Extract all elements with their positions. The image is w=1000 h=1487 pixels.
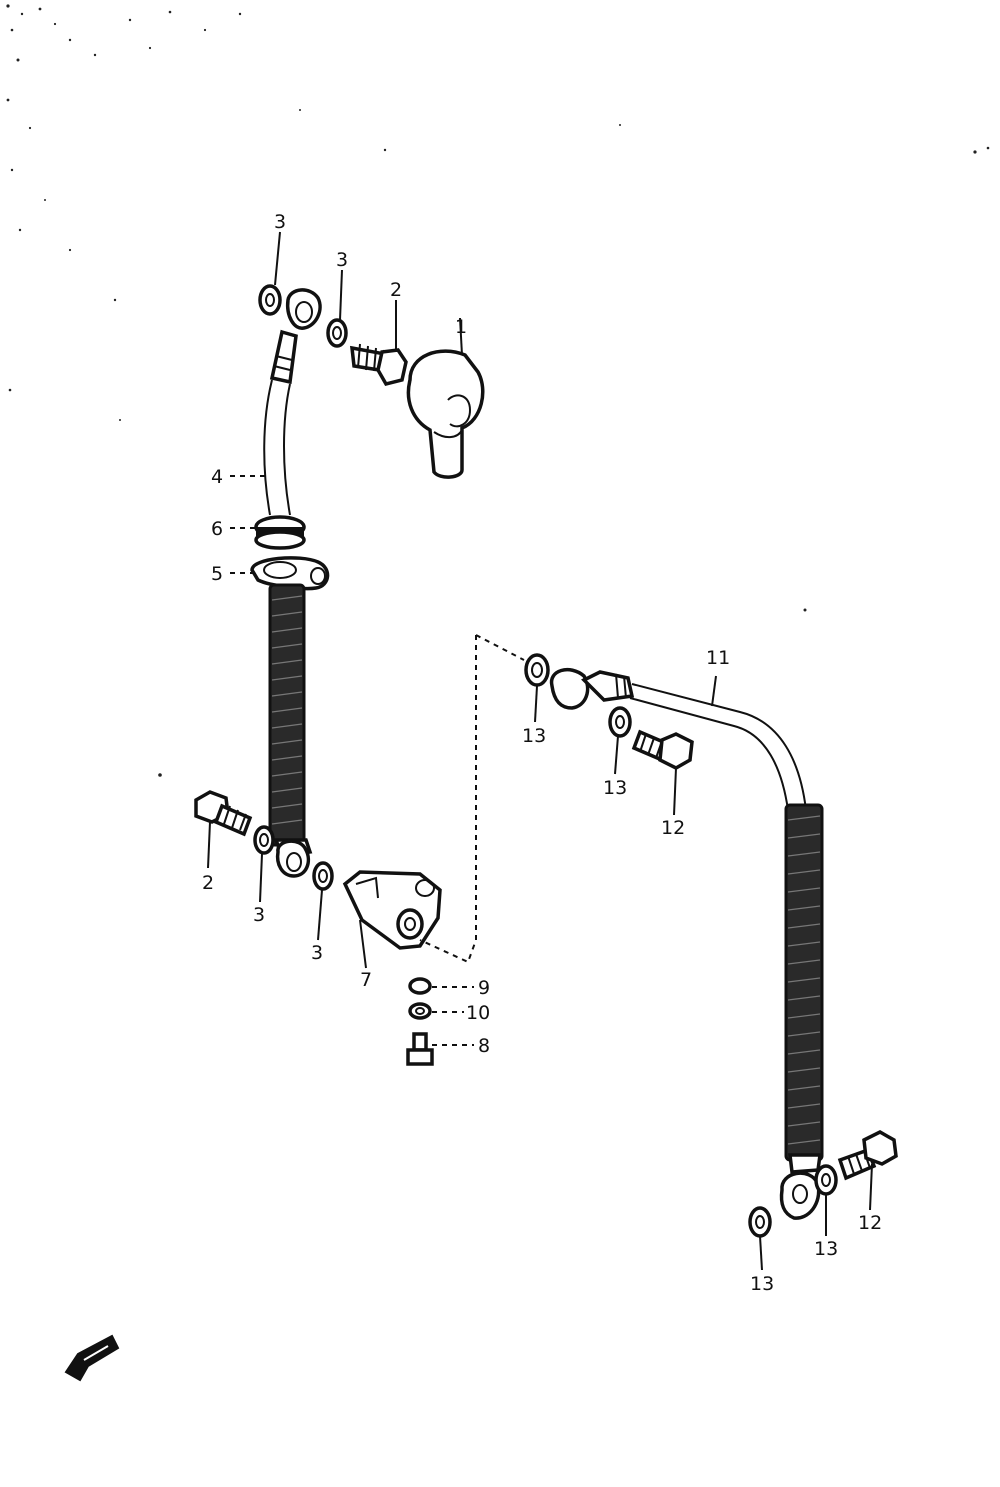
part-8-screw	[406, 1032, 434, 1066]
callout-11: 11	[706, 647, 730, 669]
left-braided-hose	[268, 583, 313, 878]
callout-12-top: 12	[661, 817, 685, 839]
part-2-bolt-top	[350, 343, 408, 387]
washer-left-bottom-a	[253, 825, 275, 855]
part-1-boot	[406, 349, 485, 479]
callout-2-bottom: 2	[202, 872, 214, 894]
part-10-lockwasher	[408, 1002, 432, 1020]
callout-12-bottom: 12	[858, 1212, 882, 1234]
part-12-bolt-bottom	[837, 1130, 898, 1181]
assembly-relation-line-top	[475, 634, 525, 661]
washer-left-bottom-b	[312, 861, 334, 891]
callout-labels: 1 2 3 3 4 6 5 2 3 3 7 9 10 8 11 13 13 12…	[202, 211, 882, 1295]
part-2-bolt-bottom	[194, 790, 253, 837]
callout-1: 1	[455, 316, 467, 338]
callout-3-top-left: 3	[274, 211, 286, 233]
callout-10: 10	[466, 1002, 490, 1024]
callout-3-bottom-a: 3	[253, 904, 265, 926]
scan-noise	[6, 4, 990, 777]
callout-13-bottom-right: 13	[814, 1238, 838, 1260]
part-6-grommet	[254, 515, 306, 550]
part-11-hose	[549, 667, 807, 811]
washer-13-bottom-left	[748, 1206, 772, 1238]
callout-13-top: 13	[522, 725, 546, 747]
callout-7: 7	[360, 969, 372, 991]
part-12-bolt-top	[631, 729, 694, 770]
callout-13-mid: 13	[603, 777, 627, 799]
callout-3-bottom-b: 3	[311, 942, 323, 964]
washer-13-bottom-right	[814, 1164, 838, 1196]
callout-13-bottom-left: 13	[750, 1273, 774, 1295]
part-9-washer	[408, 977, 432, 995]
callout-2-top: 2	[390, 279, 402, 301]
callout-8: 8	[478, 1035, 490, 1057]
front-arrow-icon	[64, 1334, 120, 1382]
part-7-junction	[342, 870, 442, 950]
washer-13-mid	[608, 706, 632, 738]
callout-9: 9	[478, 977, 490, 999]
callout-4: 4	[211, 466, 223, 488]
washer-13-top	[524, 653, 550, 687]
washer-top-right	[326, 318, 348, 348]
callout-6: 6	[211, 518, 223, 540]
callout-3-top-right: 3	[336, 249, 348, 271]
callout-5: 5	[211, 563, 223, 585]
leader-lines	[207, 231, 873, 1271]
assembly-relation-line	[419, 635, 477, 964]
right-braided-hose	[779, 803, 824, 1220]
washer-top-left	[258, 284, 282, 316]
part-4-pipe	[263, 288, 322, 516]
